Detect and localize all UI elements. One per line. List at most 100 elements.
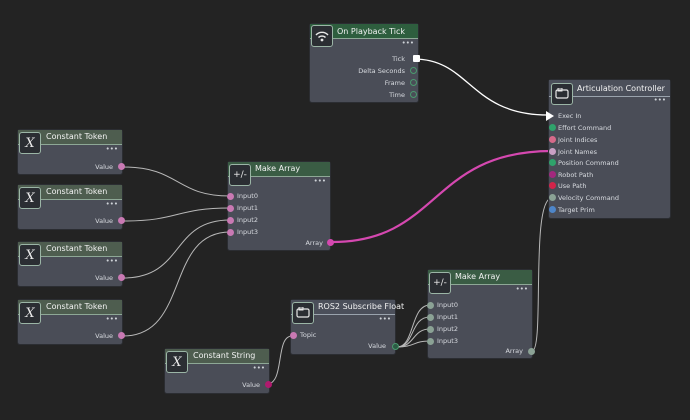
node-title: Articulation Controller (577, 84, 665, 93)
node-menu-icon[interactable]: ••• (252, 364, 265, 372)
port-label-input0: Input0 (237, 192, 258, 200)
wire-token3-to-input2 (122, 219, 231, 279)
port-label-value: Value (242, 381, 260, 389)
array-output-pin[interactable] (327, 239, 334, 246)
input2-pin[interactable] (427, 326, 434, 333)
velocity-command-pin[interactable] (549, 194, 556, 201)
make-array-icon: +/- (429, 272, 451, 294)
frame-pin[interactable] (410, 79, 417, 86)
node-title: Constant Token (46, 132, 108, 141)
position-command-pin[interactable] (549, 159, 556, 166)
wire-value-to-input3 (396, 340, 431, 348)
time-pin[interactable] (410, 91, 417, 98)
node-title: Make Array (255, 164, 301, 173)
constant-x-icon: X (19, 244, 41, 266)
constant-x-icon: X (19, 132, 41, 154)
node-make-array-1[interactable]: +/- Make Array ••• Input0 Input1 Input2 … (227, 162, 334, 250)
port-label-value: Value (95, 274, 113, 282)
node-menu-icon[interactable]: ••• (105, 257, 118, 265)
port-label-value: Value (368, 342, 386, 350)
value-output-pin[interactable] (392, 343, 399, 350)
port-label-delta-seconds: Delta Seconds (358, 67, 405, 75)
joint-names-pin[interactable] (549, 148, 556, 155)
joint-indices-pin[interactable] (549, 136, 556, 143)
node-constant-token-2[interactable]: X Constant Token ••• Value (18, 185, 125, 229)
port-label-effort-command: Effort Command (558, 124, 612, 132)
node-menu-icon[interactable]: ••• (401, 39, 414, 47)
wire-string-to-topic (266, 335, 293, 385)
input1-pin[interactable] (227, 205, 234, 212)
array-output-pin[interactable] (528, 348, 535, 355)
delta-seconds-pin[interactable] (410, 67, 417, 74)
node-menu-icon[interactable]: ••• (653, 96, 666, 104)
node-make-array-2[interactable]: +/- Make Array ••• Input0 Input1 Input2 … (427, 270, 535, 358)
wire-value-to-input0 (396, 304, 431, 348)
port-label-target-prim: Target Prim (558, 206, 595, 214)
input0-pin[interactable] (427, 302, 434, 309)
exec-output-pin[interactable] (413, 55, 420, 62)
node-constant-token-1[interactable]: X Constant Token ••• Value (18, 130, 125, 174)
wire-value-to-input1 (396, 316, 431, 348)
node-menu-icon[interactable]: ••• (313, 177, 326, 185)
port-label-value: Value (95, 217, 113, 225)
port-label-time: Time (389, 91, 405, 99)
port-label-joint-names: Joint Names (558, 148, 597, 156)
node-menu-icon[interactable]: ••• (105, 145, 118, 153)
port-label-array: Array (505, 347, 523, 355)
constant-x-icon: X (19, 187, 41, 209)
value-output-pin[interactable] (265, 381, 272, 388)
port-label-use-path: Use Path (558, 182, 587, 190)
wifi-signal-icon (311, 25, 333, 47)
port-label-value: Value (95, 332, 113, 340)
node-constant-string[interactable]: X Constant String ••• Value (165, 349, 272, 393)
port-label-topic: Topic (300, 331, 317, 339)
use-path-pin[interactable] (549, 182, 556, 189)
port-label-input3: Input3 (237, 228, 258, 236)
node-menu-icon[interactable]: ••• (105, 200, 118, 208)
port-label-input0: Input0 (437, 301, 458, 309)
node-constant-token-3[interactable]: X Constant Token ••• Value (18, 242, 125, 286)
wire-value-to-input2 (396, 328, 431, 348)
input0-pin[interactable] (227, 193, 234, 200)
port-label-frame: Frame (384, 79, 405, 87)
node-title: ROS2 Subscribe Float (318, 302, 405, 311)
port-label-array: Array (305, 239, 323, 247)
port-label-position-command: Position Command (558, 159, 619, 167)
port-label-value: Value (95, 163, 113, 171)
make-array-icon: +/- (229, 164, 251, 186)
topic-input-pin[interactable] (290, 332, 297, 339)
exec-input-arrow-icon[interactable] (546, 111, 554, 121)
port-label-input1: Input1 (437, 313, 458, 321)
wire-token1-to-input0 (122, 166, 231, 197)
input3-pin[interactable] (227, 229, 234, 236)
input2-pin[interactable] (227, 217, 234, 224)
node-title: Constant Token (46, 187, 108, 196)
port-label-exec-in: Exec In (558, 112, 582, 120)
value-output-pin[interactable] (118, 332, 125, 339)
value-output-pin[interactable] (118, 163, 125, 170)
input1-pin[interactable] (427, 314, 434, 321)
node-menu-icon[interactable]: ••• (105, 315, 118, 323)
node-articulation-controller[interactable]: Articulation Controller ••• Exec In Effo… (546, 80, 670, 218)
port-label-joint-indices: Joint Indices (558, 136, 598, 144)
node-menu-icon[interactable]: ••• (515, 285, 528, 293)
effort-command-pin[interactable] (549, 124, 556, 131)
node-title: On Playback Tick (337, 27, 406, 36)
input3-pin[interactable] (427, 338, 434, 345)
node-on-playback-tick[interactable]: On Playback Tick ••• Tick Delta Seconds … (310, 24, 420, 102)
port-label-input2: Input2 (437, 325, 458, 333)
wire-array-to-joint-names (331, 149, 553, 244)
node-constant-token-4[interactable]: X Constant Token ••• Value (18, 300, 125, 344)
port-label-input2: Input2 (237, 216, 258, 224)
node-title: Constant Token (46, 302, 108, 311)
node-title: Constant String (193, 351, 256, 360)
node-menu-icon[interactable]: ••• (378, 315, 391, 323)
value-output-pin[interactable] (118, 274, 125, 281)
robot-path-pin[interactable] (549, 171, 556, 178)
value-output-pin[interactable] (118, 217, 125, 224)
target-prim-pin[interactable] (549, 206, 556, 213)
port-label-velocity-command: Velocity Command (558, 194, 619, 202)
node-ros2-subscribe-float[interactable]: ROS2 Subscribe Float ••• Topic Value (290, 300, 404, 354)
node-title: Make Array (455, 272, 501, 281)
